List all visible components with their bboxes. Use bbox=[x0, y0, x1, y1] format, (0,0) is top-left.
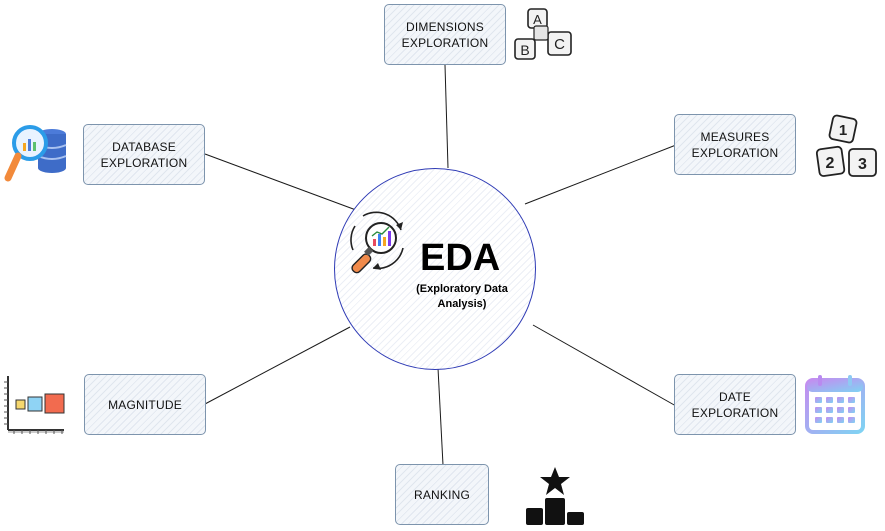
block-letter-b: B bbox=[520, 42, 529, 58]
number-blocks-icon: 1 2 3 bbox=[815, 114, 877, 177]
node-database-exploration: DATABASE EXPLORATION bbox=[83, 124, 205, 185]
node-date-exploration: DATE EXPLORATION bbox=[674, 374, 796, 435]
eda-center-circle bbox=[334, 168, 536, 370]
connector-dimensions bbox=[444, 64, 449, 169]
node-dimensions-exploration: DIMENSIONS EXPLORATION bbox=[384, 4, 506, 65]
eda-subtitle-line1: (Exploratory Data bbox=[416, 283, 508, 295]
eda-subtitle-line2: Analysis) bbox=[437, 298, 487, 310]
block-number-3: 3 bbox=[858, 156, 867, 173]
node-ranking: RANKING bbox=[395, 464, 489, 525]
node-date-line1: DATE bbox=[719, 389, 751, 404]
database-search-icon bbox=[4, 125, 67, 182]
block-letter-a: A bbox=[533, 12, 542, 27]
block-letter-c: C bbox=[554, 36, 565, 53]
node-dimensions-line1: DIMENSIONS bbox=[405, 19, 484, 34]
block-number-1: 1 bbox=[839, 122, 847, 139]
node-database-line2: EXPLORATION bbox=[100, 155, 188, 170]
abc-blocks-icon: A B C bbox=[514, 8, 572, 60]
node-database-line1: DATABASE bbox=[112, 139, 176, 154]
podium-star-icon bbox=[526, 467, 584, 525]
node-measures-line2: EXPLORATION bbox=[691, 145, 779, 160]
node-ranking-line1: RANKING bbox=[413, 487, 471, 502]
calendar-icon bbox=[805, 375, 865, 434]
eda-title: EDA bbox=[420, 237, 501, 279]
node-dimensions-line2: EXPLORATION bbox=[401, 35, 489, 50]
analytics-search-icon bbox=[350, 211, 404, 274]
eda-subtitle: (Exploratory Data Analysis) bbox=[402, 282, 522, 312]
connector-date bbox=[532, 324, 677, 407]
size-chart-icon bbox=[4, 376, 65, 434]
connector-magnitude bbox=[204, 326, 351, 405]
node-date-line2: EXPLORATION bbox=[691, 405, 779, 420]
connector-database bbox=[204, 153, 357, 211]
node-magnitude-line1: MAGNITUDE bbox=[108, 397, 182, 412]
connector-ranking bbox=[437, 367, 444, 466]
connector-measures bbox=[524, 144, 677, 205]
block-number-2: 2 bbox=[826, 155, 835, 172]
node-measures-exploration: MEASURES EXPLORATION bbox=[674, 114, 796, 175]
node-measures-line1: MEASURES bbox=[700, 129, 770, 144]
node-magnitude: MAGNITUDE bbox=[84, 374, 206, 435]
